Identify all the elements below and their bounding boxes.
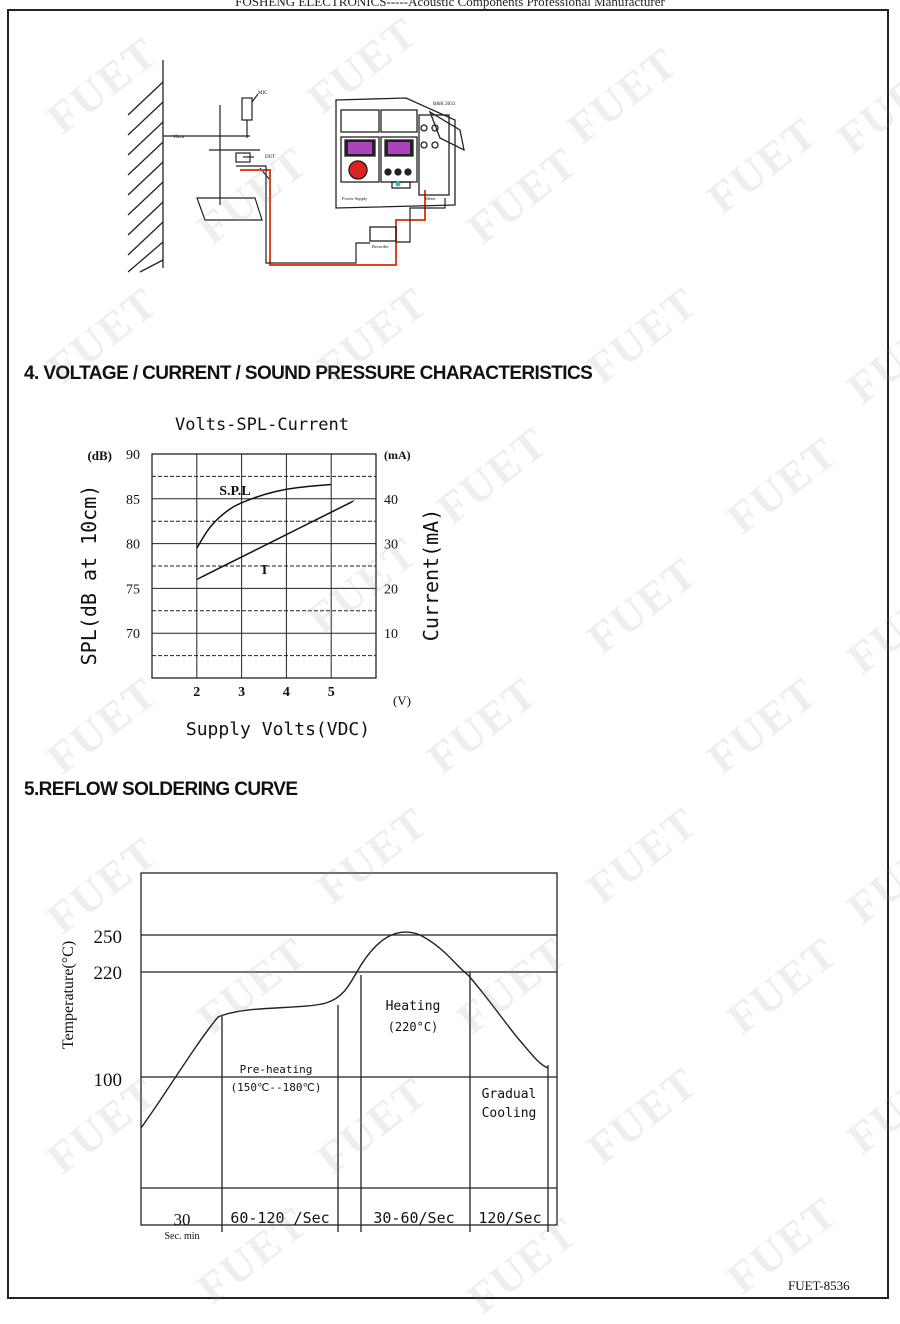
diagram-label-bk: B&K 2033 <box>433 102 456 107</box>
reflow-soldering-chart: 250 220 100 Temperature(°C) Pre-heating … <box>60 872 558 1242</box>
x-tick-2: 2 <box>193 685 200 700</box>
diagram-label-recorder: Recorder <box>372 244 389 249</box>
y-axis-label-left: SPL(dB at 10cm) <box>77 485 101 666</box>
signal-wire-red <box>240 169 426 266</box>
zone-label-30-60: 30-60/Sec <box>373 1209 454 1227</box>
annotation-heating: Heating <box>386 999 441 1014</box>
series-line-spl <box>196 483 332 549</box>
section-heading-reflow: 5.REFLOW SOLDERING CURVE <box>24 779 298 800</box>
stand <box>163 93 271 221</box>
y-tick-right-30: 30 <box>384 538 398 553</box>
y-tick-right-10: 10 <box>384 627 398 642</box>
zone-label-60-120: 60-120 /Sec <box>230 1209 329 1227</box>
x-axis-label: Supply Volts(VDC) <box>186 719 370 740</box>
chart-frame <box>151 453 377 679</box>
y-tick-right-40: 40 <box>384 493 398 508</box>
chart-title: Volts-SPL-Current <box>175 415 349 435</box>
x-unit: (V) <box>393 693 411 708</box>
y-tick-250: 250 <box>94 927 123 948</box>
annotation-cooling: Cooling <box>482 1106 537 1121</box>
test-setup-diagram: 10cm MIC DUT B&K 2033 Power Supply Recor… <box>127 60 465 273</box>
zone-label-30: 30 <box>174 1210 191 1229</box>
y-tick-220: 220 <box>94 963 123 984</box>
series-label-spl: S.P.L <box>219 484 250 499</box>
reflow-curve <box>140 931 549 1129</box>
diagram-label-10cm: 10cm <box>173 135 184 140</box>
zone-label-sec-min: Sec. min <box>165 1231 200 1242</box>
x-tick-5: 5 <box>328 685 335 700</box>
y-tick-left-70: 70 <box>126 627 140 642</box>
y-axis-label-right: Current(mA) <box>419 509 443 641</box>
diagram-label-dut: DUT <box>265 155 275 160</box>
reflow-frame <box>140 872 558 1226</box>
diagram-label-meter: Meter <box>425 196 436 201</box>
y-tick-left-75: 75 <box>126 582 140 597</box>
y-tick-left-90: 90 <box>126 448 140 463</box>
x-tick-3: 3 <box>238 685 245 700</box>
reflow-y-label: Temperature(°C) <box>60 941 77 1049</box>
company-header: FOSHENG ELECTRONICS-----Acoustic Compone… <box>235 0 665 9</box>
series-label-current: I <box>262 563 267 578</box>
y-tick-right-20: 20 <box>384 582 398 597</box>
diagram-label-power: Power Supply <box>342 196 368 201</box>
zone-label-120: 120/Sec <box>478 1209 541 1227</box>
page-frame <box>7 9 889 1299</box>
wall <box>127 60 164 273</box>
y-tick-left-80: 80 <box>126 538 140 553</box>
part-number: FUET-8536 <box>788 1278 850 1293</box>
section-heading-voltage-current-spl: 4. VOLTAGE / CURRENT / SOUND PRESSURE CH… <box>24 363 593 384</box>
y-unit-left: (dB) <box>87 448 112 463</box>
y-tick-left-85: 85 <box>126 493 140 508</box>
series-line-current <box>196 500 355 581</box>
x-tick-4: 4 <box>283 685 290 700</box>
annotation-heating-temp: (220°C) <box>388 1020 439 1034</box>
signal-wire-black <box>236 165 370 264</box>
y-tick-right-(mA): (mA) <box>384 448 411 462</box>
volts-spl-current-chart: Volts-SPL-Current 2 3 4 5 90 85 80 75 70 (mA) 40 30… <box>77 415 443 740</box>
y-tick-100: 100 <box>94 1070 123 1091</box>
annotation-gradual: Gradual <box>482 1087 537 1102</box>
chart-grid <box>152 454 376 678</box>
annotation-preheating-range: (150℃--180℃) <box>231 1081 322 1094</box>
diagram-label-mic: MIC <box>258 91 268 96</box>
annotation-preheating: Pre-heating <box>240 1063 313 1076</box>
